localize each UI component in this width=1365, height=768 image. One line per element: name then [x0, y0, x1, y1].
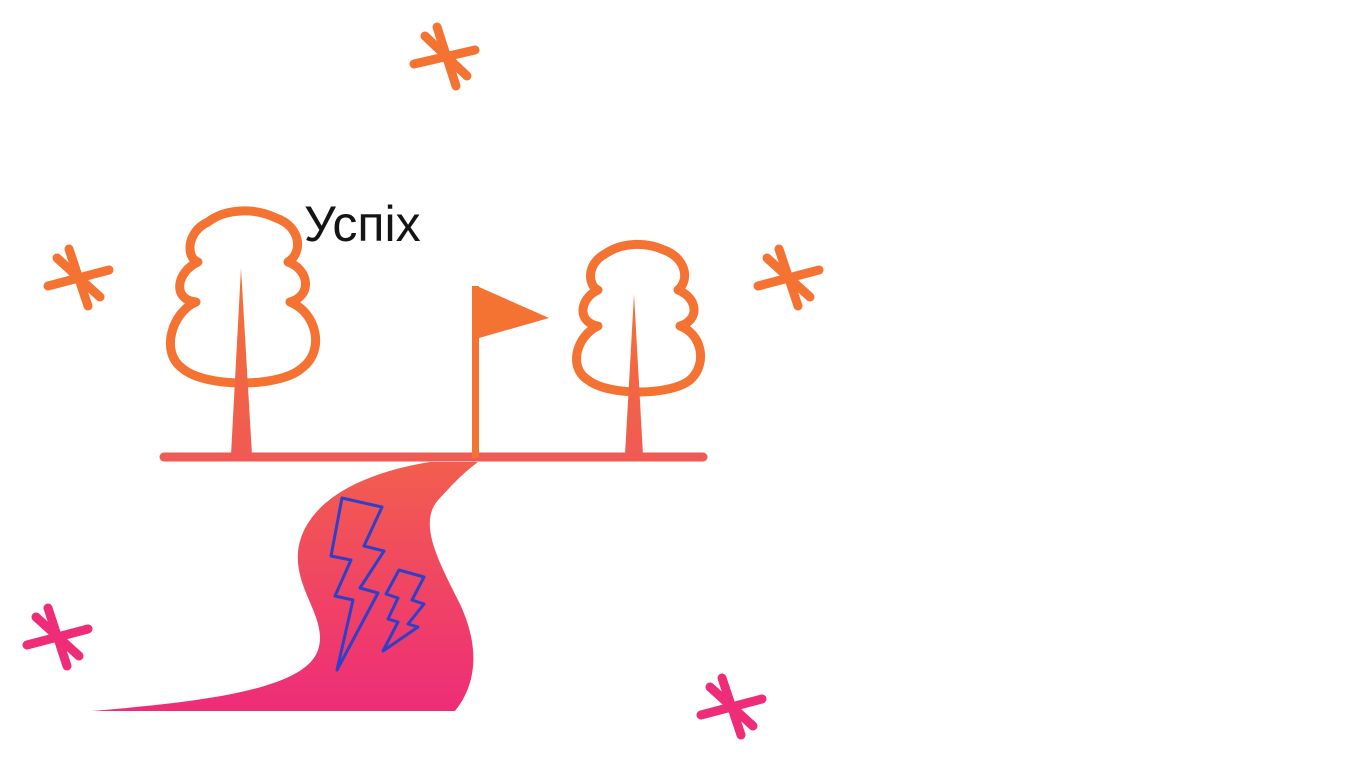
asterisk-icon [22, 603, 93, 671]
tree-icon [572, 239, 705, 455]
asterisk-icon [753, 244, 824, 311]
lightning-icon [381, 568, 426, 653]
tree-icon [166, 206, 321, 455]
asterisk-icon [696, 673, 767, 740]
lightning-icon [329, 496, 386, 672]
asterisk-icon [409, 22, 480, 91]
road-icon [92, 462, 478, 711]
flag-icon [472, 286, 549, 458]
asterisk-icon [43, 244, 114, 311]
success-label: Успіх [304, 196, 421, 252]
